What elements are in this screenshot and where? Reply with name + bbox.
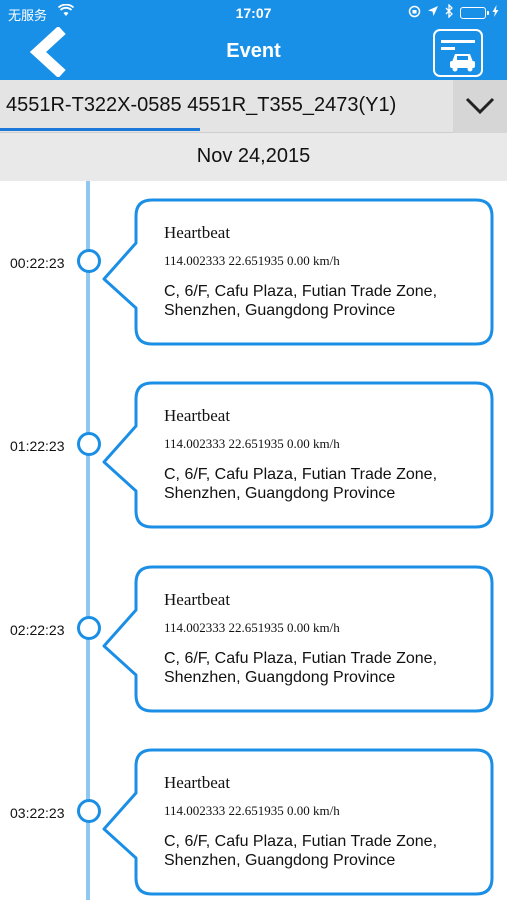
- device-selector[interactable]: 4551R-T322X-0585 4551R_T355_2473(Y1): [0, 80, 507, 133]
- timeline-event: 01:22:23 Heartbeat 114.002333 22.651935 …: [0, 364, 507, 529]
- event-bubble: [102, 198, 494, 346]
- event-coords: 114.002333 22.651935 0.00 km/h: [164, 253, 340, 268]
- timeline-node: [77, 249, 101, 273]
- back-button[interactable]: [24, 25, 76, 79]
- status-icons: [408, 3, 499, 21]
- timeline-event: 02:22:23 Heartbeat 114.002333 22.651935 …: [0, 548, 507, 713]
- car-list-button[interactable]: [433, 29, 483, 77]
- event-address: C, 6/F, Cafu Plaza, Futian Trade Zone, S…: [164, 466, 438, 502]
- event-card[interactable]: Heartbeat 114.002333 22.651935 0.00 km/h…: [136, 566, 492, 710]
- page-title: Event: [226, 40, 281, 62]
- status-bar: 无服务 17:07: [0, 0, 507, 26]
- event-title: Heartbeat: [164, 223, 231, 242]
- chevron-left-icon: [29, 25, 66, 79]
- event-card[interactable]: Heartbeat 114.002333 22.651935 0.00 km/h…: [136, 199, 492, 343]
- event-address: C, 6/F, Cafu Plaza, Futian Trade Zone, S…: [164, 833, 438, 869]
- event-address: C, 6/F, Cafu Plaza, Futian Trade Zone, S…: [164, 650, 438, 686]
- event-bubble: [102, 565, 494, 713]
- device-name: 4551R-T322X-0585 4551R_T355_2473(Y1): [6, 94, 397, 116]
- timeline-node: [77, 616, 101, 640]
- event-time: 00:22:23: [10, 255, 65, 271]
- event-coords: 114.002333 22.651935 0.00 km/h: [164, 803, 340, 818]
- top-bar: 无服务 17:07 Event: [0, 0, 507, 80]
- location-arrow-icon: [427, 5, 439, 20]
- date-label: Nov 24,2015: [196, 145, 311, 167]
- event-title: Heartbeat: [164, 590, 231, 609]
- date-header: Nov 24,2015: [0, 133, 507, 181]
- timeline-node: [77, 799, 101, 823]
- event-time: 03:22:23: [10, 805, 65, 821]
- car-list-icon: [441, 40, 475, 72]
- event-card[interactable]: Heartbeat 114.002333 22.651935 0.00 km/h…: [136, 749, 492, 893]
- event-time: 01:22:23: [10, 438, 65, 454]
- selector-underline: [0, 128, 200, 131]
- event-time: 02:22:23: [10, 622, 65, 638]
- event-timeline[interactable]: 00:22:23 Heartbeat 114.002333 22.651935 …: [0, 181, 507, 900]
- event-coords: 114.002333 22.651935 0.00 km/h: [164, 436, 340, 451]
- chevron-down-icon: [465, 97, 495, 115]
- event-address: C, 6/F, Cafu Plaza, Futian Trade Zone, S…: [164, 283, 438, 319]
- event-title: Heartbeat: [164, 773, 231, 792]
- event-bubble: [102, 748, 494, 896]
- orientation-lock-icon: [408, 5, 421, 21]
- event-card[interactable]: Heartbeat 114.002333 22.651935 0.00 km/h…: [136, 382, 492, 526]
- bluetooth-icon: [445, 3, 454, 21]
- timeline-event: 03:22:23 Heartbeat 114.002333 22.651935 …: [0, 731, 507, 896]
- dropdown-button[interactable]: [453, 80, 507, 133]
- event-title: Heartbeat: [164, 406, 231, 425]
- wifi-icon: [57, 3, 75, 20]
- carrier-label: 无服务: [8, 8, 48, 23]
- timeline-line: [86, 181, 90, 900]
- battery-icon: [460, 6, 489, 19]
- timeline-node: [77, 432, 101, 456]
- timeline-event: 00:22:23 Heartbeat 114.002333 22.651935 …: [0, 181, 507, 346]
- event-coords: 114.002333 22.651935 0.00 km/h: [164, 620, 340, 635]
- charging-icon: [492, 5, 499, 20]
- status-time: 17:07: [235, 5, 272, 21]
- event-bubble: [102, 381, 494, 529]
